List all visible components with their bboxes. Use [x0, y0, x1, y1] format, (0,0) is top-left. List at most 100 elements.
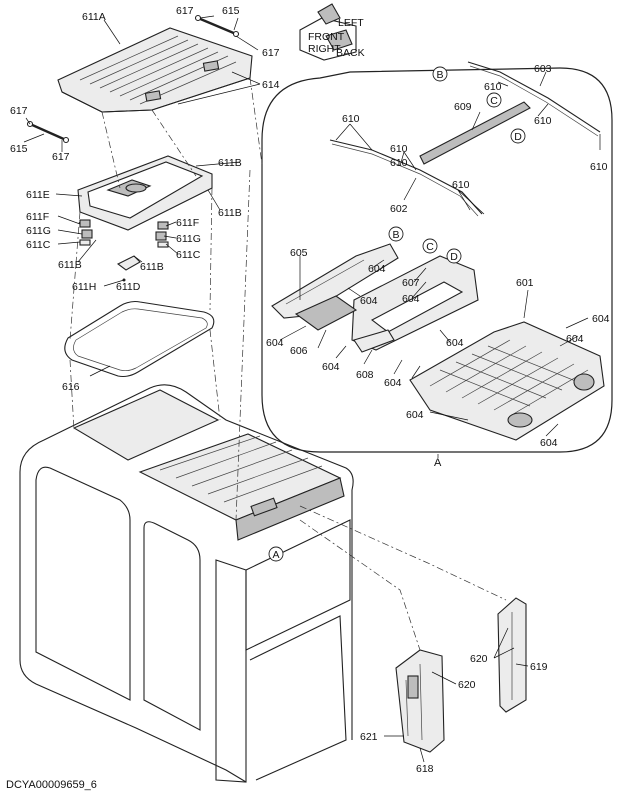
connector-line [299, 505, 507, 601]
seal-616 [64, 300, 215, 378]
connector-line [101, 111, 121, 189]
part-labels: 611A 617 615 617 614 617 615 617 611B 61… [6, 5, 610, 791]
label-604-j: 604 [406, 409, 424, 421]
label-view-a: A [434, 457, 442, 469]
label-610-d: 610 [390, 143, 408, 155]
marker-left-text: LEFT [338, 17, 364, 29]
label-610-a: 610 [484, 81, 502, 93]
label-604-f: 604 [446, 337, 464, 349]
label-610-f: 610 [590, 161, 608, 173]
pillar-cover-618 [395, 649, 445, 753]
label-605: 605 [290, 247, 308, 259]
cab-frame [19, 384, 354, 783]
label-611b-b: 611B [218, 207, 242, 219]
label-617-top: 617 [176, 5, 194, 17]
detail-view-a-boundary [261, 67, 613, 453]
label-606: 606 [290, 345, 308, 357]
label-620-a: 620 [470, 653, 488, 665]
label-611f-right: 611F [176, 217, 199, 229]
pin-615-left [26, 120, 70, 144]
callout-c-top: C [486, 92, 502, 108]
callout-d-mid: D [446, 248, 462, 264]
label-614: 614 [262, 79, 280, 91]
callout-c-mid: C [422, 238, 438, 254]
callout-a-cab: A [268, 546, 284, 562]
label-611d: 611D [116, 281, 141, 293]
label-607: 607 [402, 277, 420, 289]
rail-603 [467, 61, 601, 137]
svg-text:C: C [490, 95, 498, 107]
label-610-e: 610 [390, 157, 408, 169]
callout-d-top: D [510, 128, 526, 144]
connector-line [235, 169, 251, 521]
label-621: 621 [360, 731, 378, 743]
label-611c-left: 611C [26, 239, 51, 251]
label-604-k: 604 [540, 437, 558, 449]
svg-text:D: D [450, 251, 458, 263]
svg-text:B: B [436, 69, 443, 81]
connector-line [69, 359, 75, 431]
strip-606 [294, 295, 358, 331]
panel-607 [351, 255, 479, 351]
connector-line [299, 519, 421, 651]
label-617-left: 617 [10, 105, 28, 117]
cover-frame-611e [77, 155, 213, 231]
label-604-e: 604 [266, 337, 284, 349]
connector-line [249, 77, 263, 165]
label-608: 608 [356, 369, 374, 381]
label-611h: 611H [72, 281, 96, 293]
leader-lines [23, 15, 601, 763]
label-603: 603 [534, 63, 552, 75]
bracket-611d [116, 255, 141, 282]
strip-608 [353, 329, 395, 353]
label-611b-a: 611B [218, 157, 242, 169]
label-620-b: 620 [458, 679, 476, 691]
clip-set-left [79, 219, 93, 246]
label-604-c: 604 [402, 293, 420, 305]
drawing-code: DCYA00009659_6 [6, 779, 97, 791]
label-610-b: 610 [534, 115, 552, 127]
marker-back-text: BACK [336, 47, 365, 59]
label-615-top: 615 [222, 5, 240, 17]
svg-text:A: A [272, 549, 279, 561]
label-610-c: 610 [342, 113, 360, 125]
label-611g-right: 611G [176, 233, 201, 245]
connector-line [69, 211, 81, 341]
marker-front-text: FRONT [308, 31, 345, 43]
connector-line [209, 329, 221, 421]
label-617-left2: 617 [52, 151, 70, 163]
label-604-h: 604 [322, 361, 340, 373]
svg-text:C: C [426, 241, 434, 253]
callout-b-top: B [432, 66, 448, 82]
label-604-b: 604 [360, 295, 378, 307]
label-604-i: 604 [384, 377, 402, 389]
panel-605 [271, 243, 399, 319]
connector-line [209, 187, 213, 311]
label-611b-d: 611B [140, 261, 164, 273]
roof-panel-611a [57, 27, 253, 113]
label-611c-right: 611C [176, 249, 201, 261]
pin-615-top [194, 14, 240, 38]
marker-right-text: RIGHT [308, 43, 341, 55]
orientation-marker-icon: FRONT LEFT RIGHT BACK [299, 3, 365, 61]
callout-b-mid: B [388, 226, 404, 242]
svg-text:B: B [392, 229, 399, 241]
label-611b-c: 611B [58, 259, 82, 271]
label-611a: 611A [82, 11, 106, 23]
label-604-d: 604 [592, 313, 610, 325]
label-611g-left: 611G [26, 225, 51, 237]
strip-609 [419, 101, 531, 165]
label-617-right: 617 [262, 47, 280, 59]
label-604-g: 604 [566, 333, 584, 345]
label-618: 618 [416, 763, 434, 775]
label-602: 602 [390, 203, 408, 215]
label-601: 601 [516, 277, 534, 289]
label-611f-left: 611F [26, 211, 49, 223]
label-604-a: 604 [368, 263, 386, 275]
svg-text:D: D [514, 131, 522, 143]
label-619: 619 [530, 661, 548, 673]
label-615-left: 615 [10, 143, 28, 155]
label-609: 609 [454, 101, 472, 113]
